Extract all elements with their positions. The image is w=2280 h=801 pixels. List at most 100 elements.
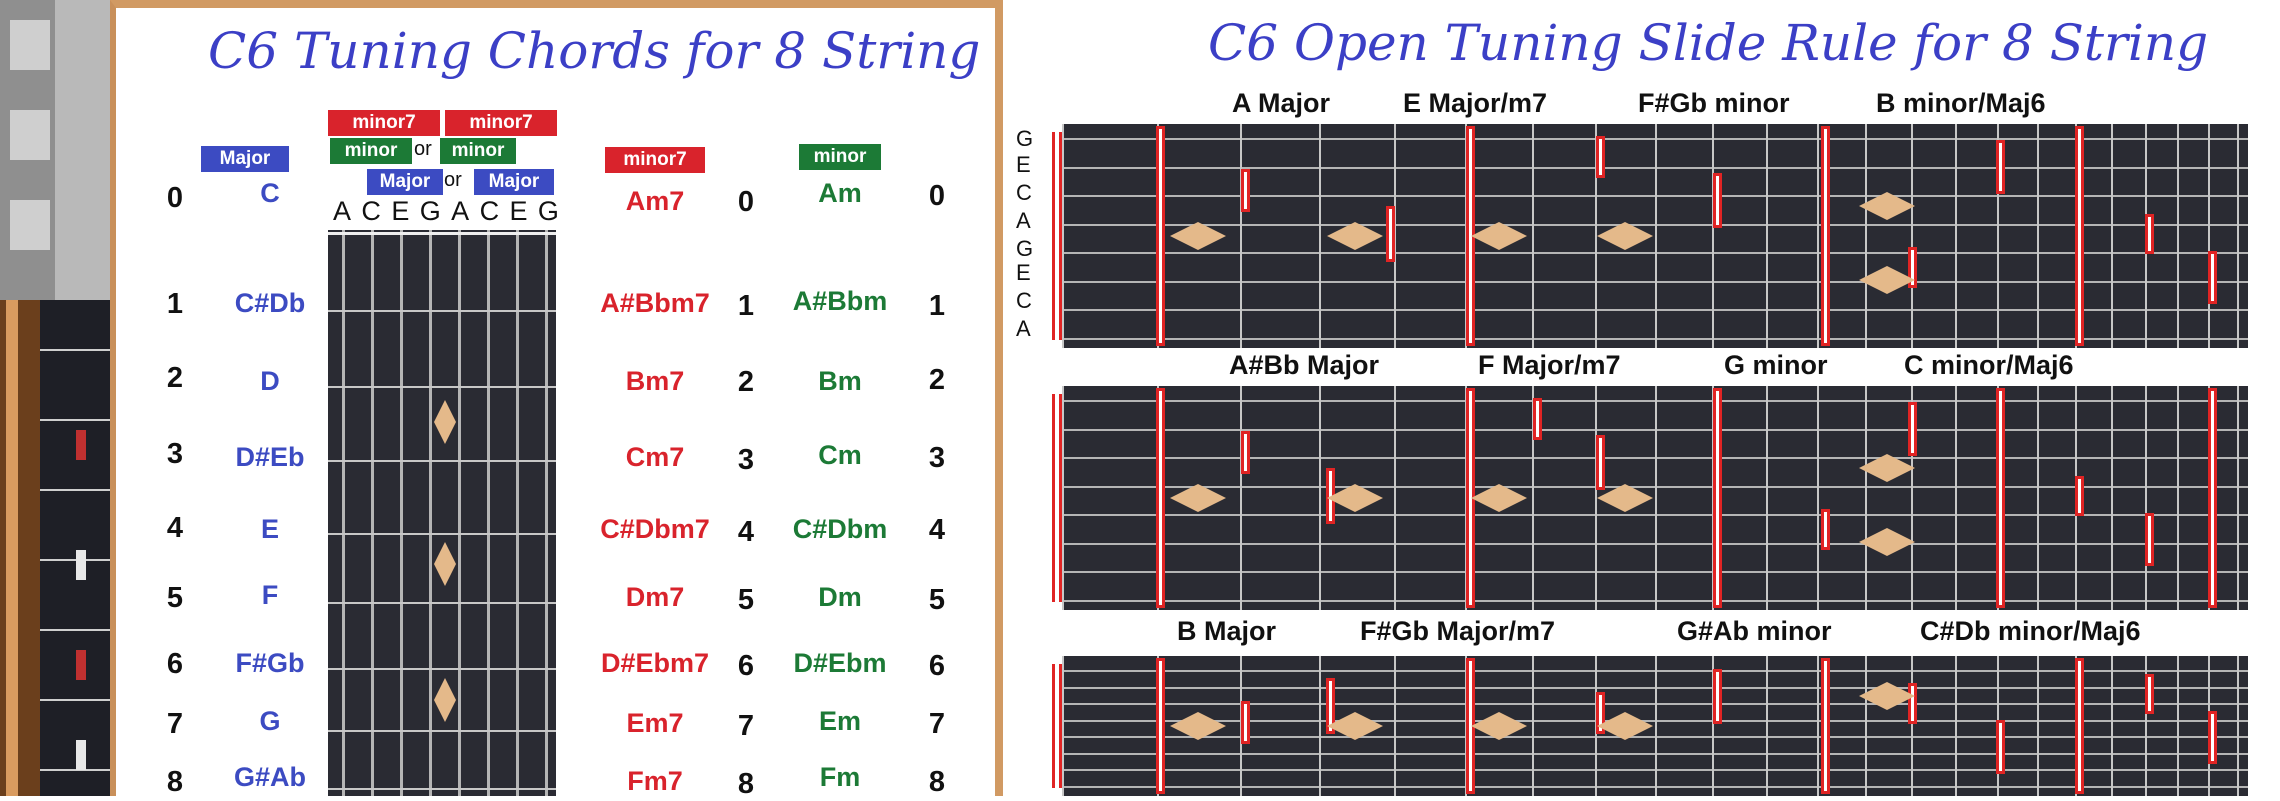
slide-bar-marker (1241, 431, 1250, 474)
slide-label: G#Ab minor (1677, 616, 1832, 646)
fret-line (1655, 124, 1657, 348)
nut-marker (1052, 394, 1062, 602)
string-letters-column: G E C A G E C A (1016, 126, 1038, 346)
fret-line (1865, 656, 1867, 796)
string-letter: A (1016, 316, 1031, 341)
slide-bar-marker (1821, 509, 1830, 550)
fret-line (1319, 656, 1321, 796)
slide-label: E Major/m7 (1403, 88, 1548, 118)
fret-line (1955, 386, 1957, 610)
fret-line (1062, 656, 1064, 796)
slide-bar-marker (1466, 388, 1475, 608)
fret-number: 6 (166, 648, 184, 680)
minor7-chord: Cm7 (625, 442, 685, 472)
fret-inlay (1327, 484, 1383, 512)
minor7-chord: A#Bbm7 (600, 288, 710, 318)
fret-line (2037, 124, 2039, 348)
fret-line (1955, 124, 1957, 348)
fret-line (1865, 124, 1867, 348)
slide-bar-marker (1156, 126, 1165, 346)
slide-bar-marker (1908, 247, 1917, 288)
fret-inlay (1471, 222, 1527, 250)
fret-line (2177, 656, 2179, 796)
fret-number: 0 (737, 186, 755, 218)
fret-line (1062, 386, 1064, 610)
slide-bar-marker (1996, 388, 2005, 608)
slide-bar-marker (1908, 402, 1917, 456)
string-letter: A (1016, 208, 1031, 233)
fret-line (2037, 656, 2039, 796)
string-letter: G (537, 196, 559, 226)
fret-line (2111, 386, 2113, 610)
string-letter: E (391, 196, 410, 226)
slide-bar-marker (2145, 513, 2154, 566)
string-letter: C (1016, 288, 1032, 313)
guitar-neck-image (0, 0, 112, 796)
fret-number: 5 (928, 584, 946, 616)
or-label-1: or (414, 138, 432, 160)
minor-chord: C#Dbm (792, 514, 888, 544)
string-letter: C (361, 196, 381, 226)
string-letter: G (419, 196, 441, 226)
minor7-chord: Fm7 (627, 766, 683, 796)
slide-bar-marker (1596, 136, 1605, 178)
fret-number: 0 (166, 182, 184, 214)
minor-chord: A#Bbm (792, 286, 888, 316)
fret-number: 8 (166, 766, 184, 798)
slide-bar-marker (2208, 251, 2217, 304)
slide-bar-marker (1996, 720, 2005, 774)
fret-line (2237, 656, 2239, 796)
slide-bar-marker (1156, 658, 1165, 794)
slide-label: C#Db minor/Maj6 (1920, 616, 2141, 646)
fret-number: 4 (166, 512, 184, 544)
string-letter: C (479, 196, 500, 226)
fret-line (2237, 124, 2239, 348)
fret-number: 3 (166, 438, 184, 470)
fret-line (1865, 386, 1867, 610)
slide-fretboard (1062, 386, 2248, 610)
fret-number: 5 (166, 582, 184, 614)
slide-bar-marker (1713, 388, 1722, 608)
fret-number: 0 (928, 180, 946, 212)
fret-number: 8 (928, 766, 946, 798)
string-letter: A (333, 196, 352, 226)
guitar-photo-strip (0, 0, 112, 796)
fret-number: 8 (737, 768, 755, 800)
major-tag-b: Major (474, 169, 554, 195)
minor7-chord: Bm7 (625, 366, 685, 396)
fret-number: 6 (928, 650, 946, 682)
fret-inlay (434, 400, 456, 444)
fret-line (1766, 656, 1768, 796)
fret-line (1394, 124, 1396, 348)
fret-inlay (1859, 266, 1915, 294)
minor7-chord: Em7 (626, 708, 684, 738)
fret-number: 6 (737, 650, 755, 682)
slide-label: C minor/Maj6 (1904, 350, 2074, 380)
fret-inlay (434, 542, 456, 586)
fret-inlay (434, 678, 456, 722)
minor7-chord: Am7 (625, 186, 685, 216)
left-title: C6 Tuning Chords for 8 String (208, 22, 981, 80)
fret-line (1240, 386, 1242, 610)
fret-number: 3 (737, 444, 755, 476)
fret-line (1319, 386, 1321, 610)
slide-label: F#Gb Major/m7 (1360, 616, 1556, 646)
minor-chord: Dm (818, 582, 862, 612)
slide-bar-marker (2145, 214, 2154, 254)
fret-inlay (1597, 484, 1653, 512)
vertical-fretboard (328, 230, 556, 796)
major-chord: G#Ab (233, 762, 306, 792)
fret-line (1817, 656, 1819, 796)
slide-bar-marker (2145, 674, 2154, 714)
slide-bar-marker (1156, 388, 1165, 608)
fret-number: 1 (166, 288, 184, 320)
minor-tag-b: minor (440, 138, 516, 164)
string-letter: E (509, 196, 528, 226)
fret-line (1766, 386, 1768, 610)
fret-line (1997, 124, 1999, 348)
slide-bar-marker (2075, 658, 2084, 794)
slide-bar-marker (1241, 169, 1250, 212)
fret-line (1712, 656, 1714, 796)
minor-tag-a: minor (330, 138, 412, 164)
fret-number: 7 (166, 708, 184, 740)
